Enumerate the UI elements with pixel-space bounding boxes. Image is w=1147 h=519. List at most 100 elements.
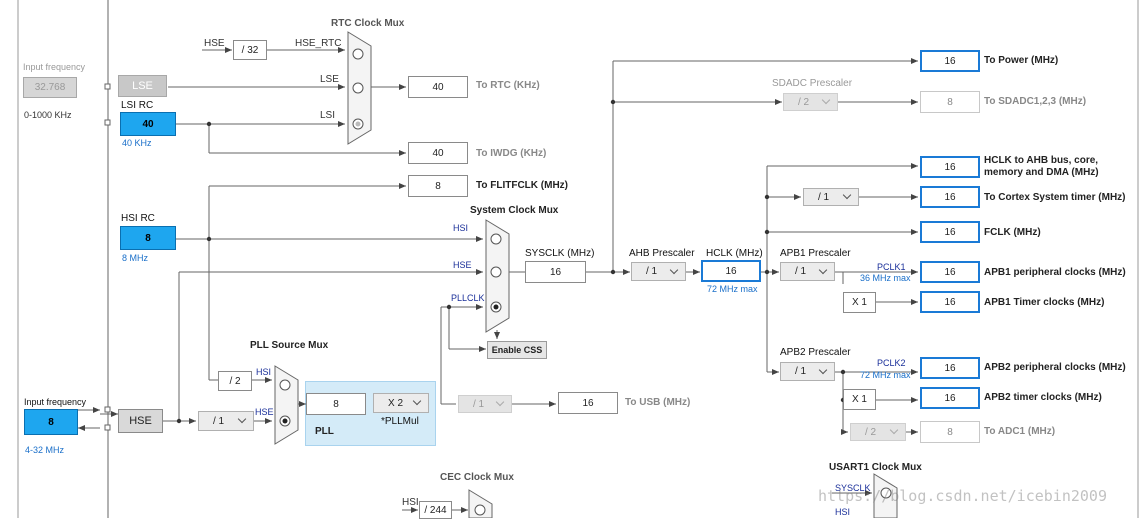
usb-div-select[interactable]: / 1: [458, 395, 512, 413]
usart1-mux-title: USART1 Clock Mux: [829, 462, 922, 473]
to-sdadc-label: To SDADC1,2,3 (MHz): [984, 96, 1087, 107]
hclk-value[interactable]: 16: [701, 260, 761, 282]
sdadc-prescaler-label: SDADC Prescaler: [772, 78, 853, 89]
rtc-mux-title: RTC Clock Mux: [331, 18, 405, 29]
hsi-rc-label: HSI RC: [121, 213, 155, 224]
lsi-rc-label: LSI RC: [121, 100, 154, 111]
cortex-timer-value: 16: [920, 186, 980, 208]
ahb-prescaler-label: AHB Prescaler: [629, 248, 695, 259]
cec-div: / 244: [419, 501, 452, 519]
sys-mux-hsi-label: HSI: [453, 223, 469, 233]
lse-input-freq-value[interactable]: 32.768: [23, 77, 77, 98]
cec-hsi-label: HSI: [402, 497, 419, 508]
apb2-timer-label: APB2 timer clocks (MHz): [984, 392, 1102, 403]
pll-source-mux-title: PLL Source Mux: [250, 340, 329, 351]
lse-input-freq-label: Input frequency: [23, 62, 86, 72]
hclk-ahb-value: 16: [920, 156, 980, 178]
pll-src-hsi-label: HSI: [256, 367, 272, 377]
hse-input-freq-label: Input frequency: [24, 397, 87, 407]
usb-div-value: / 1: [473, 398, 485, 410]
chevron-down-icon: [412, 396, 422, 406]
to-power-value: 16: [920, 50, 980, 72]
hclk-max: 72 MHz max: [707, 284, 758, 294]
fclk-label: FCLK (MHz): [984, 227, 1041, 238]
pclk2-max: 72 MHz max: [860, 370, 911, 380]
apb1-periph-value: 16: [920, 261, 980, 283]
hsi-rc-freq: 8 MHz: [122, 253, 149, 263]
hse-prediv-value: / 1: [213, 415, 225, 427]
chevron-down-icon: [821, 95, 831, 105]
to-iwdg-value: 40: [408, 142, 468, 164]
to-flitfclk-label: To FLITFCLK (MHz): [476, 180, 569, 191]
rtc-lse-input-label: LSE: [320, 74, 339, 85]
pll-mul-select[interactable]: X 2: [373, 393, 429, 413]
cortex-div-select[interactable]: / 1: [803, 188, 859, 206]
chevron-down-icon: [669, 265, 679, 274]
apb2-periph-value: 16: [920, 357, 980, 379]
chevron-down-icon: [889, 425, 899, 435]
apb1-prescaler-label: APB1 Prescaler: [780, 248, 851, 259]
watermark: https://blog.csdn.net/icebin2009: [818, 487, 1107, 505]
sys-mux-pllclk-label: PLLCLK: [451, 293, 485, 303]
pclk2-label: PCLK2: [877, 358, 906, 368]
system-mux-title: System Clock Mux: [470, 205, 559, 216]
to-adc1-value: 8: [920, 421, 980, 443]
lsi-rc-freq: 40 KHz: [122, 138, 152, 148]
adc-div-select[interactable]: / 2: [850, 423, 906, 441]
sys-mux-hse-label: HSE: [453, 260, 472, 270]
hse-input-freq-value[interactable]: 8: [24, 409, 78, 435]
rtc-lsi-input-label: LSI: [320, 110, 336, 121]
to-iwdg-label: To IWDG (KHz): [476, 148, 547, 159]
lse-box[interactable]: LSE: [118, 75, 167, 97]
sysclk-value[interactable]: 16: [525, 261, 586, 283]
hclk-ahb-label-1: HCLK to AHB bus, core,: [984, 155, 1099, 166]
fclk-value: 16: [920, 221, 980, 243]
hclk-ahb-label-2: memory and DMA (MHz): [984, 167, 1099, 178]
hclk-label: HCLK (MHz): [706, 248, 763, 259]
pll-src-hse-label: HSE: [255, 407, 274, 417]
apb1-prescaler-select[interactable]: / 1: [780, 262, 835, 281]
sysclk-label: SYSCLK (MHz): [525, 248, 595, 259]
apb2-timer-value: 16: [920, 387, 980, 409]
to-power-label: To Power (MHz): [984, 55, 1059, 66]
ahb-prescaler-select[interactable]: / 1: [631, 262, 686, 281]
sdadc-prescaler-select[interactable]: / 2: [783, 93, 838, 111]
hse-prediv-select[interactable]: / 1: [198, 411, 254, 431]
sdadc-prescaler-value: / 2: [798, 96, 810, 108]
usart1-hsi-label: HSI: [835, 507, 851, 517]
apb1-timer-mul: X 1: [843, 292, 876, 313]
chevron-down-icon: [237, 414, 247, 424]
hse-input-freq-range: 4-32 MHz: [25, 445, 65, 455]
to-rtc-value: 40: [408, 76, 468, 98]
rtc-hse-label: HSE: [204, 38, 225, 49]
chevron-down-icon: [818, 365, 828, 374]
to-adc1-label: To ADC1 (MHz): [984, 426, 1056, 437]
enable-css-button[interactable]: Enable CSS: [487, 341, 547, 359]
cortex-div-value: / 1: [818, 191, 830, 203]
pll-mul-value: X 2: [388, 397, 404, 409]
cortex-timer-label: To Cortex System timer (MHz): [984, 192, 1126, 203]
lsi-rc-value[interactable]: 40: [120, 112, 176, 136]
hse-box[interactable]: HSE: [118, 409, 163, 433]
to-rtc-label: To RTC (KHz): [476, 80, 540, 91]
chevron-down-icon: [818, 265, 828, 274]
pll-label: PLL: [315, 426, 334, 437]
to-usb-label: To USB (MHz): [625, 397, 691, 408]
apb1-timer-label: APB1 Timer clocks (MHz): [984, 297, 1105, 308]
apb2-periph-label: APB2 peripheral clocks (MHz): [984, 362, 1126, 373]
pclk1-max: 36 MHz max: [860, 273, 911, 283]
apb2-prescaler-value: / 1: [795, 366, 807, 377]
hsi-rc-value[interactable]: 8: [120, 226, 176, 250]
lse-input-freq-range: 0-1000 KHz: [24, 110, 72, 120]
apb2-prescaler-select[interactable]: / 1: [780, 362, 835, 381]
cec-mux-title: CEC Clock Mux: [440, 472, 514, 483]
chevron-down-icon: [495, 397, 505, 407]
adc-div-value: / 2: [865, 426, 877, 438]
apb2-timer-mul: X 1: [843, 389, 876, 410]
usart1-sysclk-label: SYSCLK: [835, 483, 871, 493]
chevron-down-icon: [842, 190, 852, 200]
pll-mul-label: *PLLMul: [381, 416, 419, 427]
apb1-prescaler-value: / 1: [795, 266, 807, 277]
apb2-prescaler-label: APB2 Prescaler: [780, 347, 851, 358]
pll-hsi-div: / 2: [218, 371, 252, 391]
